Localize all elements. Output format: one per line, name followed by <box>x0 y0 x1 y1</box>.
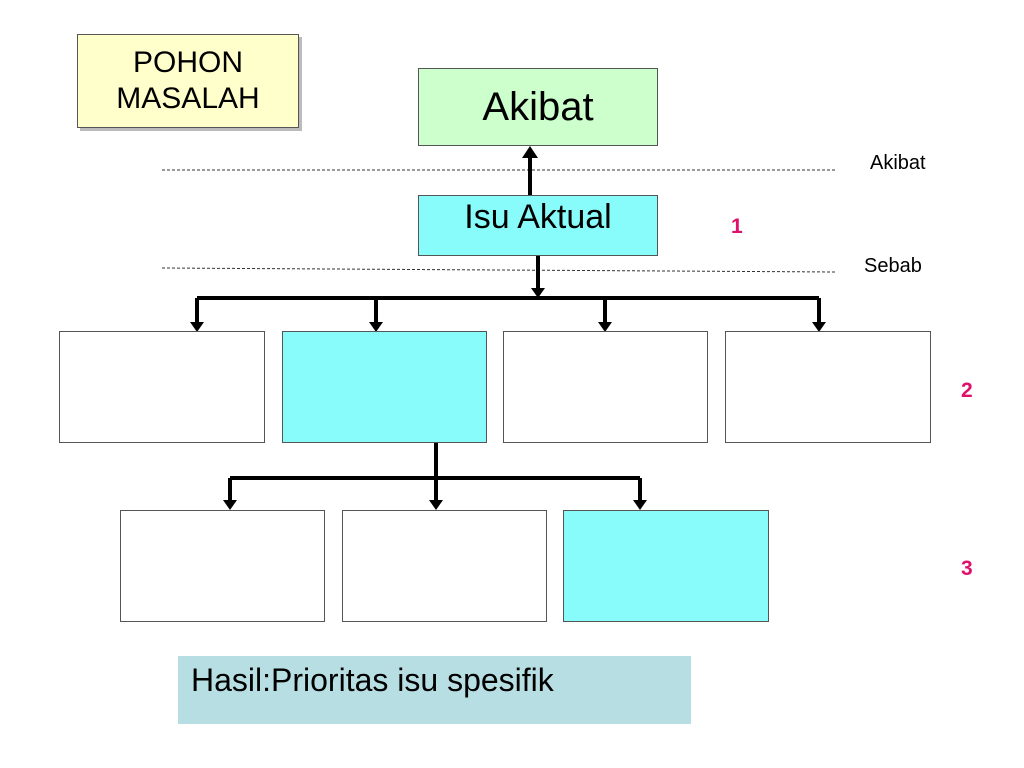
effect-box-label: Akibat <box>482 84 594 129</box>
effect-box: Akibat <box>418 68 658 146</box>
core-issue-label: Isu Aktual <box>464 198 612 236</box>
divider-line-lower <box>161 267 836 273</box>
cause-box-level2-4 <box>725 331 931 443</box>
cause-box-level2-2 <box>282 331 487 443</box>
cause-box-level3-1 <box>120 510 325 622</box>
level-number-3: 3 <box>961 557 973 580</box>
title-box: POHON MASALAH <box>77 34 299 128</box>
result-box: Hasil:Prioritas isu spesifik <box>178 656 691 724</box>
level-number-2: 2 <box>961 379 973 402</box>
level-number-1: 1 <box>731 215 743 238</box>
title-line-2: MASALAH <box>116 82 260 115</box>
cause-box-level2-3 <box>503 331 708 443</box>
cause-box-level3-2 <box>342 510 547 622</box>
divider-label-cause: Sebab <box>864 255 922 277</box>
divider-label-effect: Akibat <box>870 152 926 174</box>
title-line-1: POHON <box>132 46 243 79</box>
result-text: Hasil:Prioritas isu spesifik <box>191 662 554 698</box>
core-issue-box: Isu Aktual <box>418 195 658 256</box>
cause-box-level3-3 <box>563 510 769 622</box>
cause-box-level2-1 <box>59 331 265 443</box>
